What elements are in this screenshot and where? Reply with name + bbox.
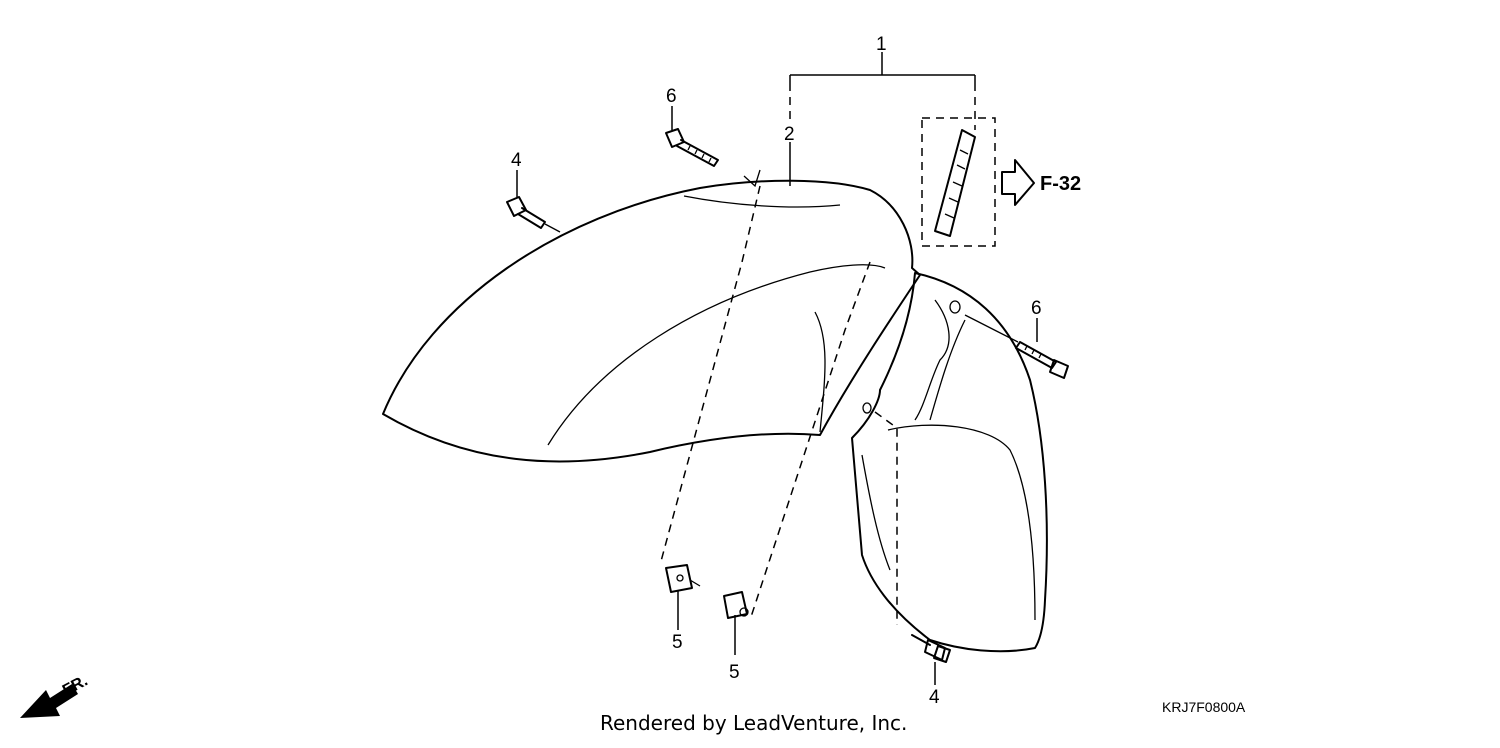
nut-5-left[interactable] (665, 564, 701, 593)
front-direction-marker: FR. (20, 672, 91, 718)
callout-5-mid: 5 (729, 662, 740, 683)
guide-lines (659, 83, 976, 625)
credit-text: Rendered by LeadVenture, Inc. (600, 711, 907, 735)
bolt-6-right[interactable] (964, 314, 1069, 379)
bolt-4-bottom[interactable] (911, 634, 951, 663)
callout-1: 1 (876, 34, 887, 55)
reference-arrow[interactable]: F-32 (1001, 159, 1081, 206)
callout-6-right: 6 (1031, 298, 1042, 319)
label-bracket[interactable] (921, 117, 996, 247)
rear-fender-section[interactable] (851, 272, 1048, 653)
bolt-6-top[interactable] (665, 128, 719, 167)
diagram-code: KRJ7F0800A (1162, 699, 1246, 715)
callout-6-top: 6 (666, 86, 677, 107)
front-fender[interactable] (382, 169, 921, 463)
nut-5-mid[interactable] (723, 591, 749, 619)
leader-lines (516, 52, 1038, 685)
callout-5-left: 5 (672, 632, 683, 653)
bolt-4-top[interactable] (506, 196, 561, 233)
callout-2: 2 (784, 124, 795, 145)
reference-label[interactable]: F-32 (1040, 173, 1081, 195)
callout-4-top: 4 (511, 150, 522, 171)
callout-4-bottom: 4 (929, 687, 940, 708)
